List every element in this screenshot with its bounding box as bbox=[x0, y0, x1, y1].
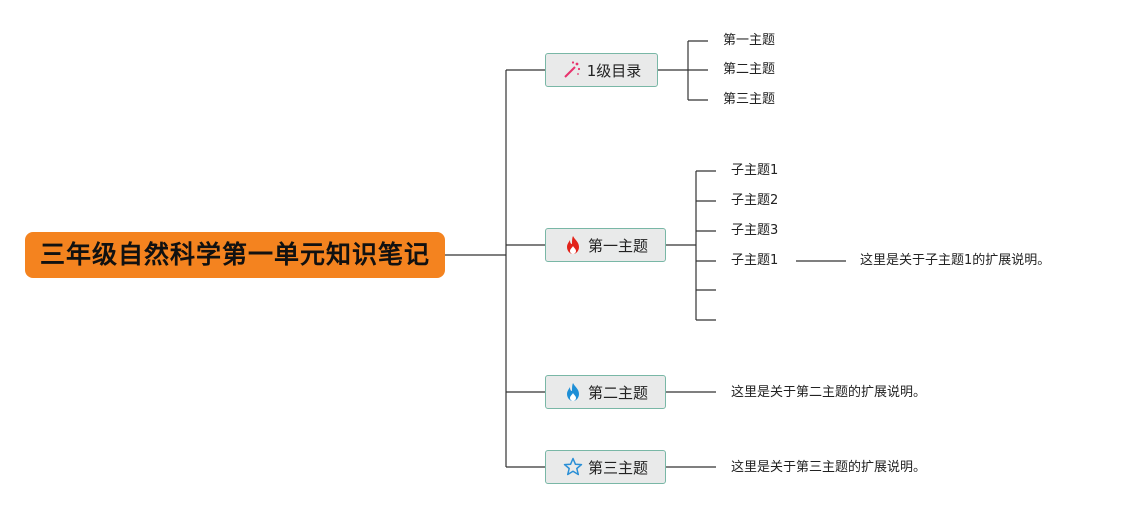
blue-flame-icon bbox=[563, 382, 583, 402]
branch-2-child-2[interactable]: 子主题2 bbox=[731, 193, 779, 208]
branch-3-note[interactable]: 这里是关于第二主题的扩展说明。 bbox=[731, 385, 927, 400]
branch-2-note[interactable]: 这里是关于子主题1的扩展说明。 bbox=[860, 253, 1051, 268]
branch-1-child-2[interactable]: 第二主题 bbox=[723, 62, 776, 77]
branch-2-child-4[interactable]: 子主题1 bbox=[731, 253, 779, 268]
flame-icon bbox=[563, 235, 583, 255]
star-outline-icon bbox=[563, 457, 583, 477]
root-topic[interactable]: 三年级自然科学第一单元知识笔记 bbox=[25, 232, 445, 278]
branch-2-topic-one[interactable]: 第一主题 bbox=[545, 228, 666, 262]
branch-2-label: 第一主题 bbox=[587, 236, 648, 255]
branch-4-label: 第三主题 bbox=[587, 458, 648, 477]
magic-wand-icon bbox=[562, 60, 582, 80]
branch-2-child-1[interactable]: 子主题1 bbox=[731, 163, 779, 178]
branch-1-child-1[interactable]: 第一主题 bbox=[723, 33, 776, 48]
branch-4-note[interactable]: 这里是关于第三主题的扩展说明。 bbox=[731, 460, 927, 475]
branch-2-child-3[interactable]: 子主题3 bbox=[731, 223, 779, 238]
branch-3-label: 第二主题 bbox=[587, 383, 648, 402]
branch-1-label: 1级目录 bbox=[586, 61, 642, 80]
branch-3-topic-two[interactable]: 第二主题 bbox=[545, 375, 666, 409]
branch-4-topic-three[interactable]: 第三主题 bbox=[545, 450, 666, 484]
branch-1-directory[interactable]: 1级目录 bbox=[545, 53, 658, 87]
branch-1-child-3[interactable]: 第三主题 bbox=[723, 92, 776, 107]
